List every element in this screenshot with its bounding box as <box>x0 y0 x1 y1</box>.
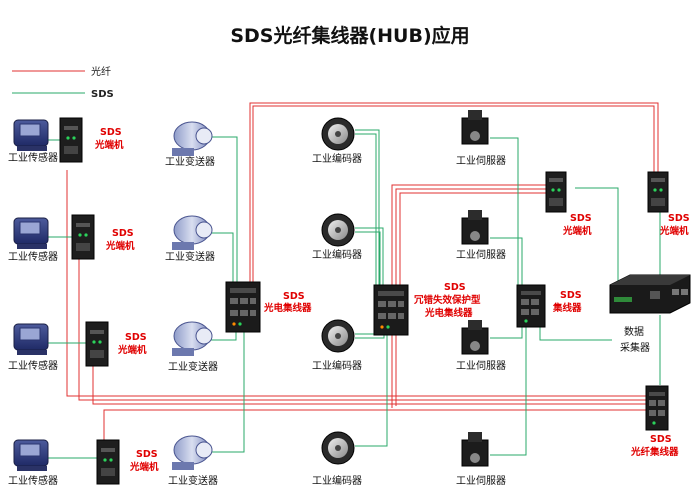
sds-link-trans4 <box>210 318 245 453</box>
transceiver-right-1-label: 光端机 <box>562 225 592 237</box>
servo-1-label: 工业伺服器 <box>456 154 506 167</box>
fiber-link-top-2 <box>252 105 655 282</box>
sds-link-right-trans1 <box>575 187 619 285</box>
fiber-link-redundant-3 <box>399 192 548 285</box>
transmitter-4 <box>172 435 213 470</box>
fiber-hub-sds: SDS <box>650 434 672 445</box>
transceiver-2-sds: SDS <box>112 228 134 239</box>
redundant-hub-label1: 冗错失效保护型 <box>413 294 481 306</box>
transmitter-1 <box>172 121 213 156</box>
fiber-link-sensor2 <box>78 252 652 401</box>
sensor-1-label: 工业传感器 <box>8 151 58 164</box>
legend: 光纤 SDS <box>12 65 114 100</box>
encoder-3-label: 工业编码器 <box>312 359 362 372</box>
data-collector <box>609 274 691 314</box>
sensor-3 <box>13 323 49 355</box>
sds-link-enc1 <box>355 129 380 285</box>
opto-hub-sds: SDS <box>283 291 305 302</box>
sds-link-servo1 <box>490 137 519 285</box>
sds-link-enc4 <box>355 320 388 447</box>
transceiver-2 <box>71 214 95 260</box>
transmitter-4-label: 工业变送器 <box>168 474 218 487</box>
data-collector-label1: 数据 <box>624 325 644 338</box>
transceiver-2-label: 光端机 <box>105 240 135 252</box>
transceiver-3-label: 光端机 <box>117 344 147 356</box>
sds-link-trans2 <box>210 232 234 285</box>
sensor-3-label: 工业传感器 <box>8 359 58 372</box>
transceiver-1-label: 光端机 <box>94 139 124 151</box>
fiber-link-redundant-1 <box>391 184 548 285</box>
opto-hub-label: 光电集线器 <box>263 302 312 314</box>
redundant-hub-sds: SDS <box>444 282 466 293</box>
fiber-link-sensor3 <box>92 350 652 405</box>
transmitter-2-label: 工业变送器 <box>165 250 215 263</box>
transceiver-4-sds: SDS <box>136 449 158 460</box>
redundant-hub <box>373 284 409 336</box>
encoder-1-label: 工业编码器 <box>312 152 362 165</box>
encoder-1 <box>321 117 355 151</box>
legend-fiber-label: 光纤 <box>91 65 111 78</box>
transmitter-3 <box>172 321 213 356</box>
transceiver-4-label: 光端机 <box>129 461 159 473</box>
sds-link-servo2 <box>490 237 523 285</box>
sds-link-enc1b <box>355 133 377 285</box>
fiber-hub-label: 光纤集线器 <box>630 446 679 458</box>
legend-sds-label: SDS <box>91 89 114 100</box>
transceiver-right-2 <box>647 171 669 213</box>
encoder-2-label: 工业编码器 <box>312 248 362 261</box>
fiber-link-redundant-2 <box>395 188 548 285</box>
transmitter-2 <box>172 215 213 250</box>
transceiver-1 <box>59 117 83 163</box>
transceiver-3 <box>85 321 109 367</box>
sensor-4-label: 工业传感器 <box>8 474 58 487</box>
encoder-4-label: 工业编码器 <box>312 474 362 487</box>
transceiver-right-1-sds: SDS <box>570 213 592 224</box>
sds-link-trans1 <box>210 136 238 285</box>
transceiver-4 <box>96 439 120 485</box>
servo-1 <box>461 110 489 145</box>
sds-link-enc2 <box>355 227 384 285</box>
encoder-3 <box>321 319 355 353</box>
sensor-4 <box>13 439 49 471</box>
fiber-link-top <box>249 102 659 282</box>
transceiver-right-2-label: 光端机 <box>659 225 689 237</box>
sds-link-enc2b <box>355 231 381 285</box>
servo-3 <box>461 320 489 355</box>
transceiver-right-2-sds: SDS <box>668 213 690 224</box>
data-collector-label2: 采集器 <box>620 341 650 354</box>
servo-4-label: 工业伺服器 <box>456 474 506 487</box>
servo-2 <box>461 210 489 245</box>
sensor-2 <box>13 217 49 249</box>
transceiver-3-sds: SDS <box>125 332 147 343</box>
hub-label: 集线器 <box>552 302 582 314</box>
transmitter-3-label: 工业变送器 <box>168 360 218 373</box>
fiber-link-sensor1 <box>66 170 652 397</box>
transmitter-1-label: 工业变送器 <box>165 155 215 168</box>
transceiver-1-sds: SDS <box>100 127 122 138</box>
encoder-4 <box>321 431 355 465</box>
hub <box>516 284 546 328</box>
hub-sds: SDS <box>560 290 582 301</box>
sds-links <box>48 129 661 459</box>
fiber-hub <box>645 385 669 431</box>
page-title: SDS光纤集线器(HUB)应用 <box>230 24 469 47</box>
servo-4 <box>461 432 489 467</box>
sensor-2-label: 工业传感器 <box>8 250 58 263</box>
servo-3-label: 工业伺服器 <box>456 359 506 372</box>
transceiver-right-1 <box>545 171 567 213</box>
redundant-hub-label2: 光电集线器 <box>424 307 473 319</box>
encoder-2 <box>321 213 355 247</box>
servo-2-label: 工业伺服器 <box>456 248 506 261</box>
opto-hub <box>225 281 261 333</box>
sensor-1 <box>13 119 49 151</box>
fiber-links <box>66 102 659 455</box>
sds-link-servo4 <box>490 318 527 456</box>
